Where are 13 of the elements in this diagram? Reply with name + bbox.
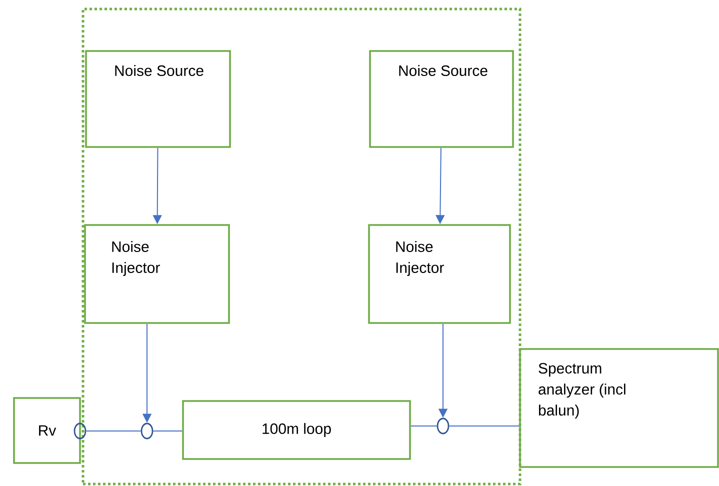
connector-line	[152, 430, 183, 432]
resistor-box: Rv	[13, 397, 81, 464]
connection-point	[140, 422, 154, 440]
connector-line	[86, 430, 142, 432]
connection-point	[74, 422, 86, 440]
injector-box: Noise Injector	[368, 224, 511, 324]
connection-point	[436, 418, 450, 434]
injector-box: Noise Injector	[84, 224, 230, 324]
dotted-boundary	[82, 8, 522, 486]
loop-box: 100m loop	[182, 400, 411, 460]
analyzer-box: Spectrum analyzer (incl balun)	[519, 348, 719, 468]
source-box: Noise Source	[85, 50, 231, 148]
source-box: Noise Source	[369, 50, 514, 148]
